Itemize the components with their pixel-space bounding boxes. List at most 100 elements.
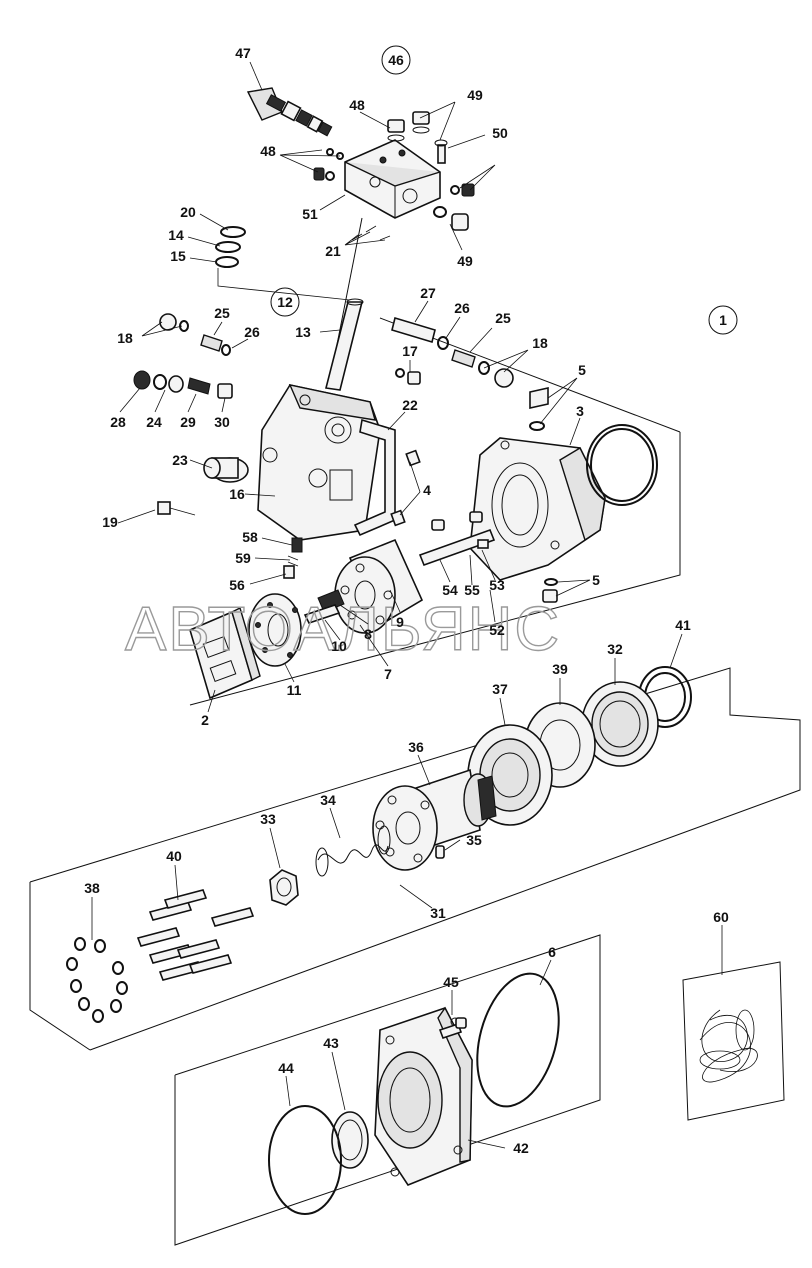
part-label: 8 (364, 626, 372, 642)
kit-bag-60 (682, 961, 785, 1121)
part-label: 60 (713, 909, 729, 925)
part-label: 44 (278, 1060, 294, 1076)
part-label: 39 (552, 661, 568, 677)
part-label: 20 (180, 204, 196, 220)
part-label: 52 (489, 622, 505, 638)
spool-parts-27-26-25-18-right (391, 316, 514, 388)
control-block-51 (344, 139, 441, 219)
assembly-frame-bottom (174, 934, 601, 1246)
plugs-48-49 (313, 111, 475, 381)
part-label: 17 (402, 343, 418, 359)
part-label: 36 (408, 739, 424, 755)
gasket-22 (353, 418, 396, 537)
part-label: 15 (170, 248, 186, 264)
seal-43 (331, 1111, 369, 1169)
pins-4-5 (390, 387, 558, 603)
part-label: 34 (320, 792, 336, 808)
group-label-12: 12 (277, 294, 293, 310)
part-label: 45 (443, 974, 459, 990)
part-label: 50 (492, 125, 508, 141)
bolt-45 (438, 1017, 467, 1040)
seal-rings-20-14-15 (215, 226, 351, 301)
part-label: 14 (168, 227, 184, 243)
part-label: 26 (244, 324, 260, 340)
spring-34 (315, 825, 391, 877)
seal-ring-large (586, 424, 658, 506)
part-label: 16 (229, 486, 245, 502)
part-label: 10 (331, 638, 347, 654)
part-label: 5 (592, 572, 600, 588)
part-label: 37 (492, 681, 508, 697)
part-label: 40 (166, 848, 182, 864)
part-label: 11 (287, 682, 302, 698)
plug-23 (203, 457, 249, 483)
part-label: 27 (420, 285, 436, 301)
bolts-19-58-59-56 (157, 501, 303, 579)
o-ring-6 (476, 972, 560, 1108)
part-label: 41 (675, 617, 691, 633)
group-callout-12 (270, 287, 300, 317)
port-plate-2 (189, 606, 261, 700)
part-label: 24 (146, 414, 162, 430)
part-label: 49 (457, 253, 473, 269)
part-label: 9 (396, 614, 404, 630)
part-label: 56 (229, 577, 245, 593)
spool-parts-18-25-26-left (159, 313, 231, 356)
part-label: 48 (349, 97, 365, 113)
part-label: 25 (495, 310, 511, 326)
nut-33 (269, 869, 299, 906)
part-label: 48 (260, 143, 276, 159)
bolts-40 (136, 889, 255, 981)
shaft-bits-52-55-54-53 (418, 511, 496, 567)
part-label: 6 (548, 944, 556, 960)
part-label: 3 (576, 403, 584, 419)
part-label: 28 (110, 414, 126, 430)
part-label: 38 (84, 880, 100, 896)
part-label: 5 (578, 362, 586, 378)
valve-body-16 (257, 384, 381, 541)
part-label: 51 (302, 206, 318, 222)
solenoid-valve-47 (246, 87, 333, 137)
part-label: 2 (201, 712, 209, 728)
part-label: 21 (325, 243, 341, 259)
part-label: 18 (117, 330, 133, 346)
tube-13 (325, 298, 364, 391)
flange-42 (374, 1006, 473, 1186)
part-label: 29 (180, 414, 196, 430)
part-label: 49 (467, 87, 483, 103)
o-rings-38 (66, 937, 128, 1023)
part-label: 59 (235, 550, 251, 566)
part-label: 30 (214, 414, 230, 430)
part-label: 54 (442, 582, 458, 598)
leader-lines (91, 61, 723, 1149)
part-label: 7 (384, 666, 392, 682)
part-label: 58 (242, 529, 258, 545)
valve-plate-11 (248, 593, 302, 667)
spool-parts-28-24-29-30 (133, 370, 233, 399)
spring-parts-8-10 (303, 589, 345, 624)
part-label: 55 (464, 582, 480, 598)
part-label: 31 (430, 905, 446, 921)
part-label: 19 (102, 514, 118, 530)
pin-35 (435, 845, 445, 859)
part-label: 25 (214, 305, 230, 321)
part-label: 42 (513, 1140, 529, 1156)
part-label: 13 (295, 324, 311, 340)
part-label: 53 (489, 577, 505, 593)
group-callout-1 (708, 305, 738, 335)
part-label: 4 (423, 482, 431, 498)
part-label: 32 (607, 641, 623, 657)
cylinder-block-9 (334, 538, 424, 634)
group-callout-46 (381, 45, 411, 75)
group-label-46: 46 (388, 52, 404, 68)
part-label: 18 (532, 335, 548, 351)
part-label: 23 (172, 452, 188, 468)
part-label: 26 (454, 300, 470, 316)
housing-3 (469, 437, 606, 581)
group-label-1: 1 (719, 312, 727, 328)
part-label: 43 (323, 1035, 339, 1051)
part-label: 35 (466, 832, 482, 848)
part-label: 22 (402, 397, 418, 413)
